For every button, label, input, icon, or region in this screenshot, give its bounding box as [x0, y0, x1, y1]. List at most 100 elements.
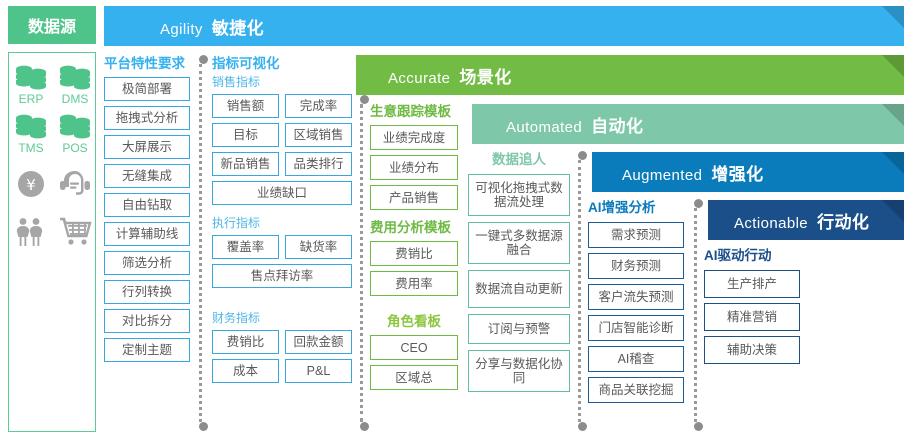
- divider-3: [578, 151, 587, 431]
- chip-cost-0[interactable]: 费销比: [370, 241, 458, 266]
- banner-automated: Automated 自动化: [472, 104, 904, 144]
- chip-exec-1[interactable]: 缺货率: [285, 235, 352, 259]
- chip-chase-0[interactable]: 可视化拖拽式数据流处理: [468, 174, 570, 216]
- source-item-pos: POS: [54, 112, 96, 159]
- chip-action-0[interactable]: 生产排产: [704, 270, 800, 298]
- chip-platform-1[interactable]: 拖拽式分析: [104, 106, 190, 130]
- banner-augmented-cn: 增强化: [711, 164, 764, 184]
- chip-platform-0[interactable]: 极简部署: [104, 77, 190, 101]
- divider-2: [360, 95, 369, 431]
- yen-coin-icon: ¥: [18, 171, 44, 197]
- banner-accurate-en: Accurate: [388, 69, 451, 87]
- source-item-retail: [54, 209, 96, 255]
- chip-action-1[interactable]: 精准营销: [704, 303, 800, 331]
- column-metric-visualization: 指标可视化 销售指标 销售额 完成率 目标 区域销售 新品销售 品类排行 业绩缺…: [212, 56, 352, 383]
- subtitle-sales-metrics: 销售指标: [212, 75, 261, 89]
- chip-action-2[interactable]: 辅助决策: [704, 336, 800, 364]
- source-label-dms: DMS: [61, 92, 89, 106]
- database-icon: [60, 114, 90, 139]
- divider-cap-icon: [578, 151, 587, 160]
- database-icon: [16, 65, 46, 90]
- chip-chase-2[interactable]: 数据流自动更新: [468, 270, 570, 308]
- source-label-erp: ERP: [18, 92, 44, 106]
- chip-cost-1[interactable]: 费用率: [370, 271, 458, 296]
- chip-track-1[interactable]: 业绩分布: [370, 155, 458, 180]
- chip-platform-8[interactable]: 对比拆分: [104, 309, 190, 333]
- database-icon: [16, 114, 46, 139]
- chip-row: 销售额 完成率: [212, 94, 352, 118]
- banner-accurate: Accurate 场景化: [356, 55, 904, 95]
- chip-ai-0[interactable]: 需求预测: [588, 222, 684, 248]
- divider-cap-icon: [694, 199, 703, 208]
- column-business-tracking: 生意跟踪模板 业绩完成度 业绩分布 产品销售 费用分析模板 费销比 费用率 角色…: [370, 104, 458, 390]
- chip-fin-3[interactable]: P&L: [285, 359, 352, 383]
- subtitle-finance-metrics: 财务指标: [212, 311, 261, 325]
- column-ai-driven-action: AI驱动行动 生产排产 精准营销 辅助决策: [704, 248, 800, 364]
- column-title-ai-driven-action: AI驱动行动: [704, 248, 772, 263]
- chip-role-1[interactable]: 区域总: [370, 365, 458, 390]
- chip-track-0[interactable]: 业绩完成度: [370, 125, 458, 150]
- chip-exec-0[interactable]: 覆盖率: [212, 235, 279, 259]
- divider-cap-icon: [694, 422, 703, 431]
- banner-actionable-en: Actionable: [734, 214, 809, 232]
- column-title-business-tracking: 生意跟踪模板: [370, 104, 451, 119]
- chip-ai-1[interactable]: 财务预测: [588, 253, 684, 279]
- subtitle-execution-metrics: 执行指标: [212, 216, 261, 230]
- column-title-ai-augmented-analysis: AI增强分析: [588, 200, 656, 215]
- subtitle-cost-analysis: 费用分析模板: [370, 220, 451, 235]
- chip-chase-4[interactable]: 分享与数据化协同: [468, 350, 570, 392]
- chip-platform-9[interactable]: 定制主题: [104, 338, 190, 362]
- chip-platform-5[interactable]: 计算辅助线: [104, 222, 190, 246]
- column-platform-features: 平台特性要求 极简部署 拖拽式分析 大屏展示 无缝集成 自由钻取 计算辅助线 筛…: [104, 56, 190, 362]
- source-item-dms: DMS: [54, 63, 96, 110]
- banner-automated-en: Automated: [506, 118, 583, 136]
- column-title-data-chase: 数据追人: [492, 152, 546, 167]
- chip-platform-3[interactable]: 无缝集成: [104, 164, 190, 188]
- chip-sales-0[interactable]: 销售额: [212, 94, 279, 118]
- chip-row: 覆盖率 缺货率: [212, 235, 352, 259]
- chip-exec-2[interactable]: 售点拜访率: [212, 264, 352, 288]
- chip-ai-5[interactable]: 商品关联挖掘: [588, 377, 684, 403]
- fold-corner-icon: [882, 6, 904, 28]
- chip-sales-2[interactable]: 目标: [212, 123, 279, 147]
- chip-sales-1[interactable]: 完成率: [285, 94, 352, 118]
- chip-ai-3[interactable]: 门店智能诊断: [588, 315, 684, 341]
- chip-fin-2[interactable]: 成本: [212, 359, 279, 383]
- data-source-icon-grid: ERP DMS: [9, 63, 97, 255]
- chip-chase-3[interactable]: 订阅与预警: [468, 314, 570, 344]
- chip-fin-1[interactable]: 回款金额: [285, 330, 352, 354]
- chip-track-2[interactable]: 产品销售: [370, 185, 458, 210]
- chip-platform-6[interactable]: 筛选分析: [104, 251, 190, 275]
- data-source-panel: ERP DMS: [8, 52, 96, 432]
- chip-fin-0[interactable]: 费销比: [212, 330, 279, 354]
- fold-corner-icon: [882, 104, 904, 126]
- source-item-erp: ERP: [10, 63, 52, 110]
- divider-1: [199, 55, 208, 431]
- headset-support-icon: [60, 171, 90, 195]
- chip-sales-6[interactable]: 业绩缺口: [212, 181, 352, 205]
- chip-platform-4[interactable]: 自由钻取: [104, 193, 190, 217]
- divider-cap-icon: [360, 422, 369, 431]
- banner-agility: Agility 敏捷化: [104, 6, 904, 46]
- chip-platform-2[interactable]: 大屏展示: [104, 135, 190, 159]
- source-item-tms: TMS: [10, 112, 52, 159]
- column-title-metric-visualization: 指标可视化: [212, 56, 280, 71]
- banner-agility-cn: 敏捷化: [211, 18, 265, 38]
- chip-sales-3[interactable]: 区域销售: [285, 123, 352, 147]
- subtitle-role-dashboard: 角色看板: [387, 314, 441, 329]
- chip-row: 新品销售 品类排行: [212, 152, 352, 176]
- chip-role-0[interactable]: CEO: [370, 335, 458, 360]
- chip-platform-7[interactable]: 行列转换: [104, 280, 190, 304]
- divider-cap-icon: [199, 422, 208, 431]
- chip-sales-5[interactable]: 品类排行: [285, 152, 352, 176]
- chip-chase-1[interactable]: 一键式多数据源融合: [468, 222, 570, 264]
- database-icon: [60, 65, 90, 90]
- chip-ai-4[interactable]: AI稽查: [588, 346, 684, 372]
- chip-sales-4[interactable]: 新品销售: [212, 152, 279, 176]
- column-ai-augmented-analysis: AI增强分析 需求预测 财务预测 客户流失预测 门店智能诊断 AI稽查 商品关联…: [588, 200, 684, 403]
- fold-corner-icon: [882, 200, 904, 222]
- divider-4: [694, 199, 703, 431]
- data-source-title: 数据源: [8, 6, 96, 44]
- chip-ai-2[interactable]: 客户流失预测: [588, 284, 684, 310]
